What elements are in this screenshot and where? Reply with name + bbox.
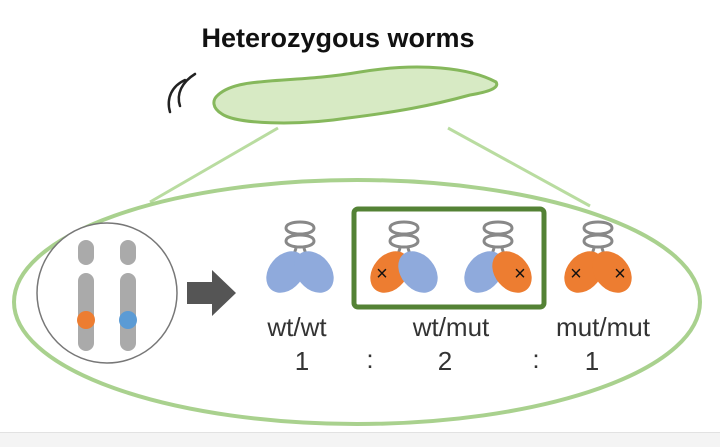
- mutation-mark: ×: [376, 263, 388, 285]
- chromosome-right-upper: [120, 240, 136, 265]
- ratio-separator: :: [532, 344, 539, 374]
- protein-dimer-icon: ×: [464, 220, 532, 293]
- heterozygote-highlight-box: [351, 206, 547, 310]
- mutation-mark: ×: [570, 263, 582, 285]
- motion-lines-icon: [167, 72, 197, 114]
- right-arrow-icon: [187, 270, 236, 316]
- ratio-separator: :: [366, 344, 373, 374]
- protein-dimer-icon: × ×: [564, 220, 632, 293]
- protein-dimer-icon: [266, 220, 334, 293]
- mutation-mark: ×: [514, 263, 526, 285]
- mutant-allele-dot: [77, 311, 95, 329]
- genotype-label-mut-mut: mut/mut: [556, 312, 651, 342]
- cell-outline: [36, 222, 178, 364]
- diagram-title: Heterozygous worms: [201, 23, 474, 53]
- ratio-wt-wt: 1: [295, 346, 309, 376]
- ratio-mut-mut: 1: [585, 346, 599, 376]
- chromosome-left-upper: [78, 240, 94, 265]
- protein-dimer-icon: ×: [370, 220, 438, 293]
- genotype-label-wt-mut: wt/mut: [412, 312, 490, 342]
- genotype-label-wt-wt: wt/wt: [266, 312, 327, 342]
- zoom-oval: [12, 178, 702, 426]
- cell-with-chromosomes: [36, 222, 178, 364]
- mutation-mark: ×: [614, 263, 626, 285]
- bottom-strip: [0, 432, 720, 447]
- worm-icon: [212, 65, 499, 125]
- ratio-wt-mut: 2: [438, 346, 452, 376]
- wildtype-allele-dot: [119, 311, 137, 329]
- zoom-lines: [149, 126, 591, 208]
